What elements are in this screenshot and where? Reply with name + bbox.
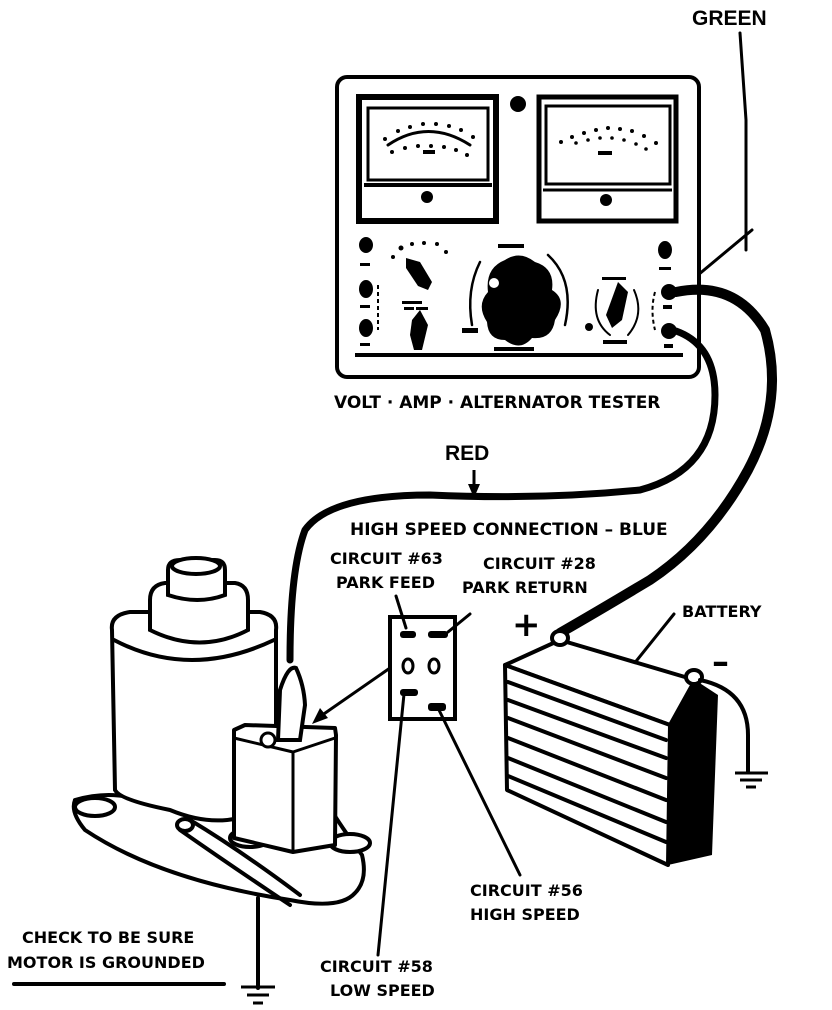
plus-sign: + <box>512 605 541 645</box>
circuit-28-leader <box>446 612 472 634</box>
circuit-63-leader <box>394 594 408 630</box>
minus-sign: – <box>712 642 729 682</box>
left-jacks <box>359 237 379 346</box>
terminal-circuit-63[interactable] <box>400 631 416 638</box>
circuit-56-label: CIRCUIT #56 <box>470 881 583 900</box>
connector-arrowhead <box>312 708 328 724</box>
battery-negative-terminal[interactable] <box>684 668 704 686</box>
load-control-knob[interactable] <box>462 244 569 351</box>
high-speed-label: HIGH SPEED <box>470 905 580 924</box>
connector <box>388 615 457 721</box>
connector-to-motor-arrow <box>316 666 392 720</box>
battery-label: BATTERY <box>682 602 762 621</box>
ground-note-line2: MOTOR IS GROUNDED <box>7 953 205 972</box>
green-label: GREEN <box>692 7 767 30</box>
circuit-56-leader <box>436 706 522 877</box>
circuit-63-label: CIRCUIT #63 <box>330 549 443 568</box>
park-return-label: PARK RETURN <box>462 578 588 597</box>
circuit-58-leader <box>376 692 406 957</box>
battery-ground-icon <box>735 771 768 789</box>
low-speed-label: LOW SPEED <box>330 981 435 1000</box>
wiper-motor <box>71 556 372 907</box>
range-selector-knob[interactable] <box>585 277 640 344</box>
green-leader-line <box>738 31 748 252</box>
circuit-58-label: CIRCUIT #58 <box>320 957 433 976</box>
red-lead-terminal[interactable] <box>661 323 677 339</box>
circuit-28-label: CIRCUIT #28 <box>483 554 596 573</box>
green-test-lead <box>555 284 777 638</box>
ammeter <box>536 94 679 224</box>
voltmeter <box>356 94 499 224</box>
ground-note-line1: CHECK TO BE SURE <box>22 928 194 947</box>
selector-knob-lower[interactable] <box>402 301 428 350</box>
high-speed-connection-label: HIGH SPEED CONNECTION – BLUE <box>350 520 668 540</box>
terminal-circuit-28[interactable] <box>428 631 448 638</box>
red-label: RED <box>445 442 489 465</box>
battery <box>503 629 750 867</box>
red-test-lead <box>286 327 719 664</box>
park-feed-label: PARK FEED <box>336 573 435 592</box>
motor-ground-icon <box>241 985 275 1005</box>
red-arrowhead <box>468 484 480 498</box>
tester-label: VOLT · AMP · ALTERNATOR TESTER <box>334 393 660 413</box>
selector-knob-upper[interactable] <box>391 241 448 290</box>
tester <box>335 75 701 379</box>
battery-positive-terminal[interactable] <box>550 629 570 647</box>
indicator-lamp <box>510 96 526 112</box>
